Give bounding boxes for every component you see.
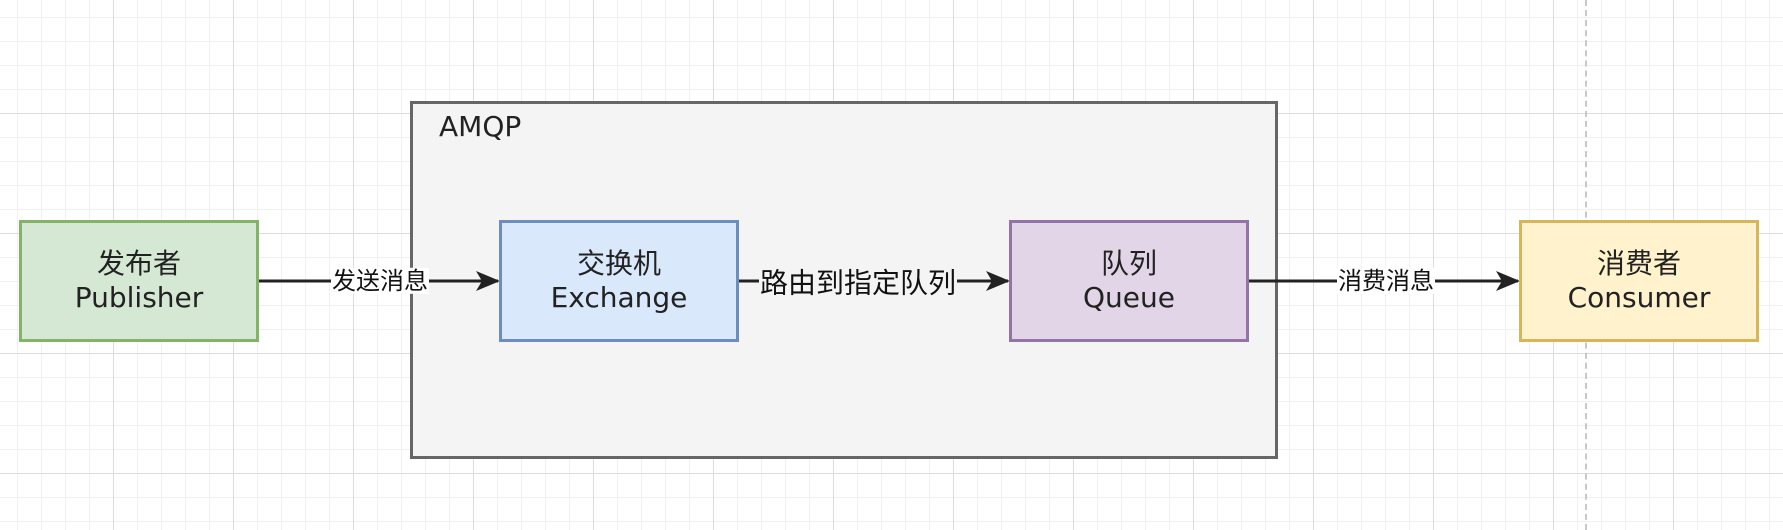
node-queue[interactable]: 队列 Queue	[1009, 220, 1249, 342]
node-publisher[interactable]: 发布者 Publisher	[19, 220, 259, 342]
edge-label-route-to-queue: 路由到指定队列	[758, 266, 958, 300]
node-publisher-label-zh: 发布者	[96, 247, 181, 280]
edge-label-send-message: 发送消息	[331, 266, 429, 295]
node-consumer-label-zh: 消费者	[1596, 247, 1681, 280]
node-queue-label-zh: 队列	[1100, 247, 1157, 280]
node-exchange-label-zh: 交换机	[576, 247, 661, 280]
node-consumer-label-en: Consumer	[1567, 281, 1711, 314]
node-consumer[interactable]: 消费者 Consumer	[1519, 220, 1759, 342]
node-exchange[interactable]: 交换机 Exchange	[499, 220, 739, 342]
node-publisher-label-en: Publisher	[74, 281, 204, 314]
edge-label-consume-message: 消费消息	[1337, 266, 1435, 295]
node-queue-label-en: Queue	[1083, 281, 1175, 314]
amqp-container-title: AMQP	[439, 110, 522, 143]
node-exchange-label-en: Exchange	[550, 281, 688, 314]
